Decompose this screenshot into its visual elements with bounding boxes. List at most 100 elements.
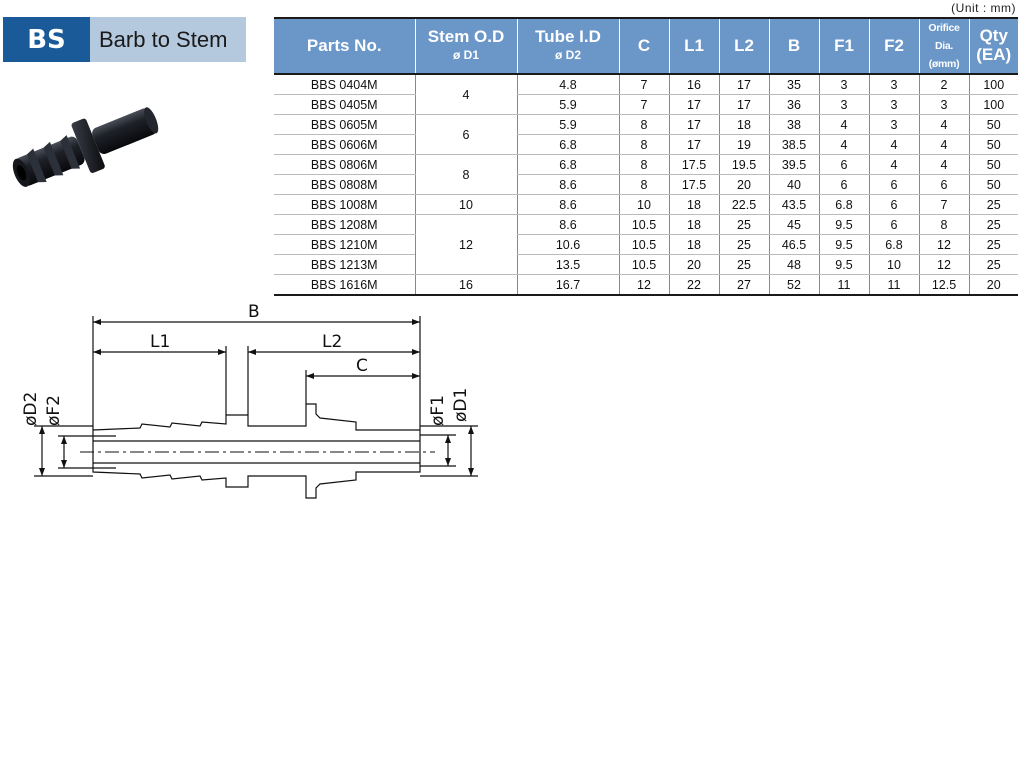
cell-l1: 17 (668, 134, 719, 155)
cell-c: 10.5 (618, 214, 669, 235)
cell-d2: 6.8 (516, 154, 619, 175)
cell-l1: 17 (668, 94, 719, 115)
dim-label-d2: øD2 (21, 392, 41, 426)
cell-l2: 18 (718, 114, 769, 135)
dim-label-b: B (248, 302, 260, 322)
cell-stem-od: 12 (414, 214, 517, 275)
dim-label-c: C (356, 356, 368, 376)
cell-f1: 3 (818, 94, 869, 115)
cell-c: 10.5 (618, 254, 669, 275)
cell-f2: 4 (868, 134, 919, 155)
cell-d2: 5.9 (516, 114, 619, 135)
cell-l1: 16 (668, 74, 719, 95)
cell-l1: 17.5 (668, 154, 719, 175)
cell-part: BBS 1008M (274, 194, 415, 215)
cell-b: 40 (768, 174, 819, 195)
cell-f2: 6 (868, 194, 919, 215)
cell-stem-od: 6 (414, 114, 517, 155)
cell-b: 52 (768, 274, 819, 296)
header-c: C (618, 17, 669, 75)
cell-orifice: 2 (918, 74, 969, 95)
cell-b: 39.5 (768, 154, 819, 175)
cell-l2: 17 (718, 74, 769, 95)
cell-b: 43.5 (768, 194, 819, 215)
header-l2: L2 (718, 17, 769, 75)
cell-b: 36 (768, 94, 819, 115)
cell-qty: 50 (968, 114, 1018, 135)
cell-l1: 17.5 (668, 174, 719, 195)
unit-note: (Unit : mm) (951, 1, 1016, 15)
cell-f2: 3 (868, 94, 919, 115)
cell-l1: 18 (668, 214, 719, 235)
cell-qty: 25 (968, 254, 1018, 275)
cell-part: BBS 0606M (274, 134, 415, 155)
header-f2: F2 (868, 17, 919, 75)
cell-f1: 6 (818, 174, 869, 195)
cell-d2: 16.7 (516, 274, 619, 296)
cell-l2: 27 (718, 274, 769, 296)
cell-part: BBS 1210M (274, 234, 415, 255)
header-l1: L1 (668, 17, 719, 75)
header-b: B (768, 17, 819, 75)
cell-l1: 18 (668, 194, 719, 215)
cell-part: BBS 1208M (274, 214, 415, 235)
cell-orifice: 6 (918, 174, 969, 195)
cell-part: BBS 0808M (274, 174, 415, 195)
cell-l2: 25 (718, 214, 769, 235)
cell-f2: 6.8 (868, 234, 919, 255)
cell-d2: 8.6 (516, 174, 619, 195)
cell-qty: 50 (968, 134, 1018, 155)
cell-orifice: 3 (918, 94, 969, 115)
cell-qty: 25 (968, 234, 1018, 255)
cell-l2: 22.5 (718, 194, 769, 215)
header-orifice: Orifice Dia.(ømm) (918, 17, 969, 75)
cell-orifice: 4 (918, 154, 969, 175)
dim-label-f2: øF2 (44, 395, 64, 426)
dim-label-l2: L2 (322, 332, 342, 352)
cell-stem-od: 10 (414, 194, 517, 215)
cell-l1: 22 (668, 274, 719, 296)
header-parts-no: Parts No. (274, 17, 415, 75)
cell-f2: 3 (868, 74, 919, 95)
cell-l2: 25 (718, 234, 769, 255)
cell-orifice: 7 (918, 194, 969, 215)
cell-f1: 9.5 (818, 234, 869, 255)
barb-to-stem-dimension-drawing: B L1 L2 C øD2 øF2 øF1 øD1 (21, 302, 478, 499)
cell-c: 8 (618, 114, 669, 135)
cell-orifice: 12 (918, 254, 969, 275)
cell-c: 8 (618, 134, 669, 155)
cell-l2: 19 (718, 134, 769, 155)
cell-orifice: 12.5 (918, 274, 969, 296)
cell-part: BBS 1616M (274, 274, 415, 296)
cell-l2: 25 (718, 254, 769, 275)
cell-d2: 10.6 (516, 234, 619, 255)
cell-l1: 20 (668, 254, 719, 275)
cell-l2: 19.5 (718, 154, 769, 175)
cell-c: 10.5 (618, 234, 669, 255)
cell-f2: 4 (868, 154, 919, 175)
cell-c: 10 (618, 194, 669, 215)
cell-orifice: 4 (918, 134, 969, 155)
dim-label-l1: L1 (150, 332, 170, 352)
header-f1: F1 (818, 17, 869, 75)
cell-qty: 25 (968, 194, 1018, 215)
cell-d2: 8.6 (516, 194, 619, 215)
cell-l1: 17 (668, 114, 719, 135)
cell-f1: 6.8 (818, 194, 869, 215)
section-title: Barb to Stem (90, 17, 246, 62)
cell-qty: 100 (968, 94, 1018, 115)
cell-b: 45 (768, 214, 819, 235)
cell-b: 46.5 (768, 234, 819, 255)
cell-d2: 6.8 (516, 134, 619, 155)
cell-orifice: 12 (918, 234, 969, 255)
cell-qty: 25 (968, 214, 1018, 235)
section-header: BS Barb to Stem (3, 17, 246, 62)
barb-to-stem-fitting-photo (12, 107, 159, 187)
section-code-badge: BS (3, 17, 90, 62)
